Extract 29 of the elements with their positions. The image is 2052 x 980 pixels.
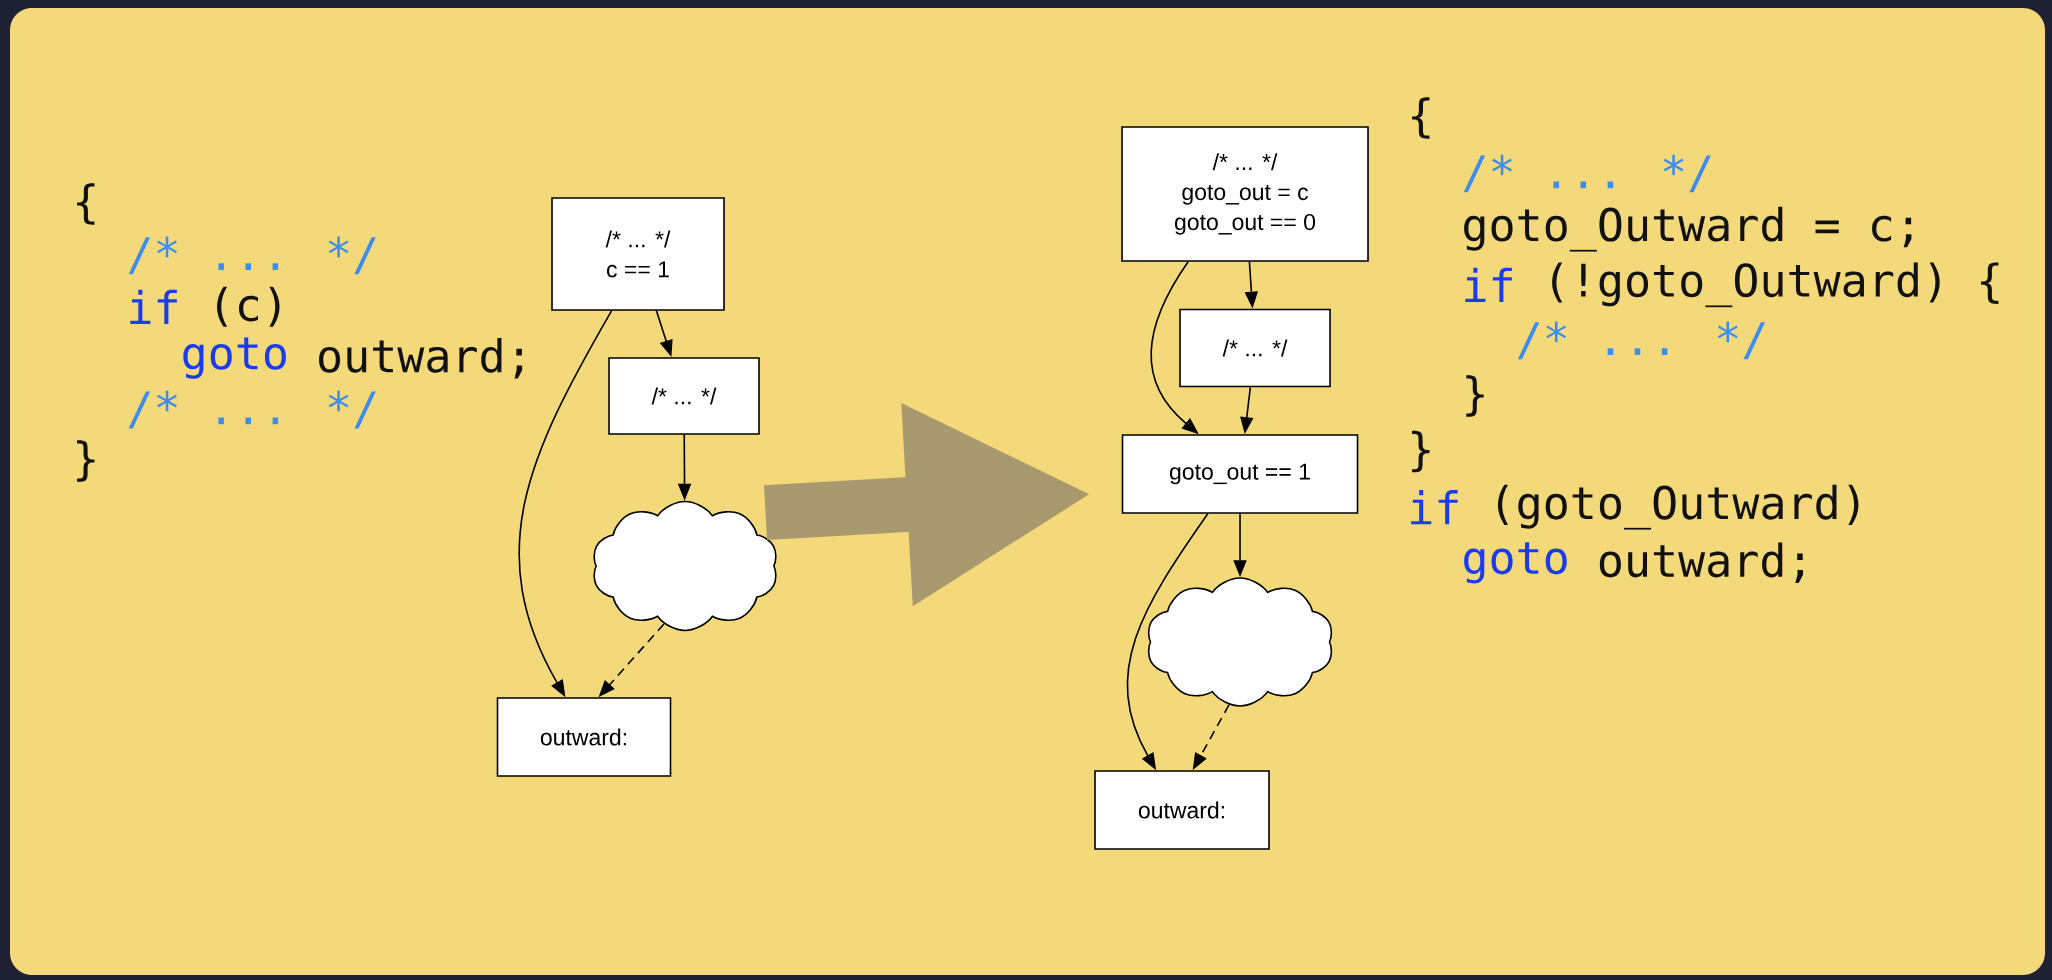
- process-box: /* ... */: [1179, 308, 1331, 388]
- code-text: /* ... */: [1463, 154, 1711, 193]
- cloud-shape: [593, 500, 777, 632]
- code-text: /* ... */: [128, 390, 376, 429]
- code-text: /* ... */: [128, 236, 376, 275]
- process-box: outward:: [1094, 770, 1270, 850]
- code-text: outward;: [1599, 542, 1803, 584]
- code-text: goto: [183, 337, 286, 379]
- code-text: }: [1466, 375, 1484, 417]
- process-box: goto_out == 1: [1121, 434, 1359, 514]
- code-text: if: [1411, 490, 1458, 525]
- code-text: if: [130, 289, 177, 324]
- code-text: (!goto_Outward) {: [1552, 262, 1999, 308]
- process-box: /* ... */ c == 1: [551, 197, 725, 311]
- code-text: /* ... */: [1517, 321, 1766, 360]
- process-box: /* ... */ goto_out = c goto_out == 0: [1121, 126, 1369, 262]
- cloud-shape: [1147, 577, 1333, 707]
- code-text: outward;: [319, 337, 523, 379]
- process-box: outward:: [496, 697, 672, 777]
- code-text: }: [1412, 430, 1430, 473]
- code-text: }: [77, 440, 95, 482]
- code-text: (c): [216, 286, 280, 327]
- process-box: /* ... */: [608, 357, 760, 435]
- code-text: {: [1412, 97, 1430, 139]
- code-text: goto_Outward = c;: [1464, 206, 1912, 252]
- code-text: {: [77, 183, 95, 225]
- code-text: if: [1465, 267, 1512, 302]
- code-text: (goto_Outward): [1497, 484, 1859, 530]
- code-text: goto: [1464, 542, 1567, 584]
